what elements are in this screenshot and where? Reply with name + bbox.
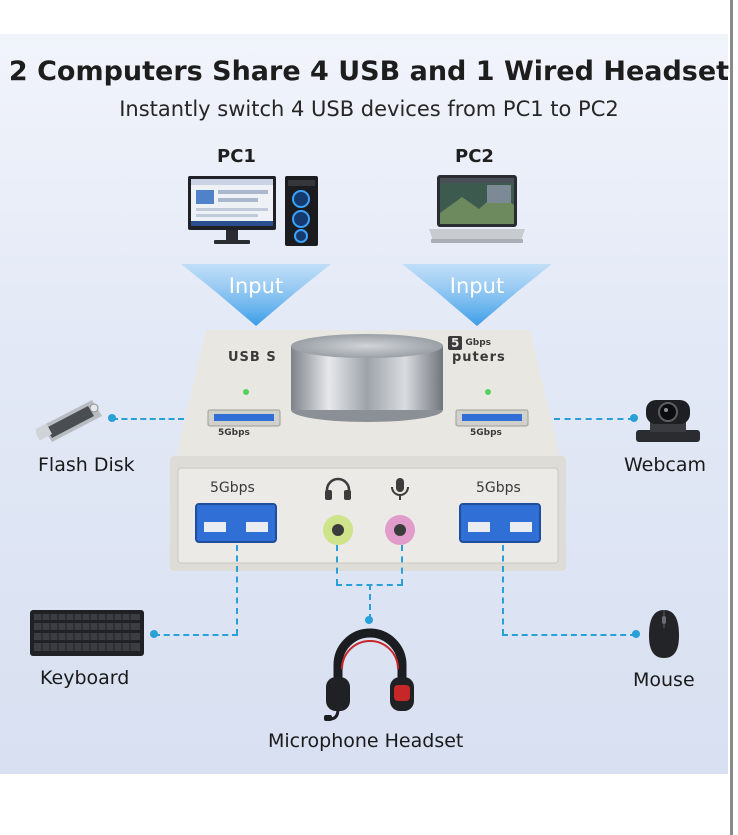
- keyboard-label: Keyboard: [40, 667, 130, 689]
- flash-disk-image: [36, 400, 102, 442]
- mouse-image: [649, 610, 679, 658]
- webcam-label: Webcam: [624, 454, 707, 476]
- keyboard-connector-vertical: [236, 545, 238, 635]
- device-speed-badge: 5 Gbps: [448, 336, 491, 350]
- mouse-connector-vertical: [502, 545, 504, 635]
- scrollbar-track[interactable]: [730, 0, 733, 835]
- headphone-icon: [325, 477, 351, 500]
- top-margin: [0, 0, 738, 34]
- connector-dot: [365, 616, 373, 624]
- input-arrow-label: Input: [449, 274, 505, 298]
- connector-dot: [632, 630, 640, 638]
- flash-disk-connector: [112, 418, 184, 420]
- input-arrow-label: Input: [228, 274, 284, 298]
- page-subtitle: Instantly switch 4 USB devices from PC1 …: [119, 97, 619, 121]
- front-port-speed-left: 5Gbps: [210, 480, 255, 496]
- headset-image: [324, 628, 414, 721]
- input-arrow-pc2: Input: [402, 262, 552, 328]
- pc2-laptop-image: [429, 175, 525, 243]
- flash-disk-label: Flash Disk: [38, 454, 135, 476]
- mouse-connector: [502, 634, 636, 636]
- input-arrow-pc1: Input: [181, 262, 331, 328]
- device-top-right-text: puters: [452, 350, 506, 365]
- usb-switch-device: [170, 330, 566, 571]
- down-arrow-icon: [402, 264, 552, 326]
- webcam-image: [636, 400, 700, 442]
- connector-dot: [150, 630, 158, 638]
- headset-label: Microphone Headset: [268, 730, 464, 752]
- microphone-icon: [391, 478, 409, 500]
- top-port-speed-right: 5Gbps: [470, 428, 502, 438]
- mic-jack-connector: [401, 545, 403, 585]
- top-port-speed-left: 5Gbps: [218, 428, 250, 438]
- pc1-label: PC1: [217, 146, 256, 167]
- headphone-jack-connector: [336, 545, 338, 585]
- page-title: 2 Computers Share 4 USB and 1 Wired Head…: [8, 56, 730, 87]
- device-speed-number: 5: [448, 336, 463, 350]
- down-arrow-icon: [181, 264, 331, 326]
- pc2-label: PC2: [455, 146, 494, 167]
- mouse-label: Mouse: [633, 669, 695, 691]
- scrollbar[interactable]: [728, 0, 738, 835]
- device-speed-unit: Gbps: [465, 338, 491, 348]
- headset-connector: [369, 584, 371, 620]
- bottom-margin: [0, 774, 728, 835]
- connector-dot: [630, 414, 638, 422]
- pc1-desktop-image: [188, 176, 318, 246]
- keyboard-connector: [154, 634, 238, 636]
- webcam-connector: [554, 418, 634, 420]
- device-top-left-text: USB S: [228, 350, 277, 365]
- keyboard-image: [30, 610, 144, 656]
- front-port-speed-right: 5Gbps: [476, 480, 521, 496]
- connector-dot: [108, 414, 116, 422]
